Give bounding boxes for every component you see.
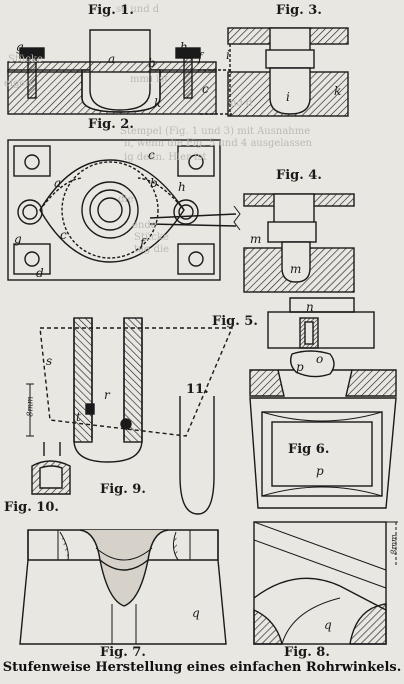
bleed-text: Stücke xyxy=(134,232,169,243)
letter-m: m xyxy=(290,262,302,276)
fig7-label: Fig. 7. xyxy=(100,645,146,660)
fig11-drawing xyxy=(179,396,215,515)
letter-c: c xyxy=(202,82,209,96)
bleed-text: so und d xyxy=(116,4,160,15)
fig10-drawing xyxy=(31,460,71,495)
fig8-label: Fig. 8. xyxy=(284,645,330,660)
letter-c: c xyxy=(148,148,155,162)
letter-f: f xyxy=(198,50,203,64)
fig11-label: 11. xyxy=(186,382,209,397)
letter-t: t xyxy=(76,410,81,424)
bleed-text: nd d xyxy=(230,98,253,109)
bleed-text: tag die xyxy=(134,244,170,255)
fig1-label: Fig. 1. xyxy=(88,3,134,18)
fig6-label: Fig 6. xyxy=(288,442,330,457)
bleed-text: eigen xyxy=(4,78,32,89)
letter-k: k xyxy=(334,84,342,98)
letter-k: k xyxy=(154,96,162,110)
letter-r: r xyxy=(104,388,110,402)
bleed-text: Stempel (Fig. 1 und 3) mit Ausnahme xyxy=(120,126,311,137)
fig4-drawing xyxy=(243,193,355,293)
bleed-text: mm) ist xyxy=(130,74,169,85)
fig5-drawing xyxy=(249,297,397,397)
fig6-drawing xyxy=(249,397,397,509)
letter-s: s xyxy=(46,354,53,368)
fig3-label: Fig. 3. xyxy=(276,3,322,18)
letter-b: b xyxy=(150,176,158,190)
dimension-fig9: 8mm xyxy=(25,396,35,417)
fig5-label: Fig. 5. xyxy=(212,314,258,329)
fig7-drawing xyxy=(19,529,227,645)
letter-g: g xyxy=(14,232,22,246)
letter-i: i xyxy=(286,90,290,104)
letter-p: p xyxy=(316,464,324,478)
letter-q: q xyxy=(324,618,332,632)
bleed-text: die xyxy=(118,194,134,205)
dimension-fig8: 8mm xyxy=(389,534,399,555)
fig2-label: Fig. 2. xyxy=(88,117,134,132)
letter-h: h xyxy=(180,40,188,54)
letter-i: i xyxy=(226,48,230,62)
bleed-text: n, wenn die Fig. 5 und 4 ausgelassen xyxy=(124,138,313,149)
letter-g: g xyxy=(16,40,24,54)
fig4-label: Fig. 4. xyxy=(276,168,322,183)
letter-o: o xyxy=(316,352,324,366)
fig9-label: Fig. 9. xyxy=(100,482,146,497)
fig8-drawing xyxy=(253,521,398,645)
fig1-drawing xyxy=(7,29,232,115)
letter-q: q xyxy=(192,606,200,620)
letter-a: a xyxy=(54,176,62,190)
letter-b: b xyxy=(148,56,156,70)
letter-n: n xyxy=(306,300,314,314)
bleed-text: ende xyxy=(132,220,157,231)
fig3-drawing xyxy=(227,27,349,117)
letter-f: f xyxy=(140,236,145,250)
bleed-text: Stücke xyxy=(8,54,43,65)
fig2-drawing xyxy=(7,139,241,281)
bleed-text: ig denn. Hier ist xyxy=(124,152,207,163)
letter-m: m xyxy=(250,232,262,246)
letter-d: d xyxy=(36,266,44,280)
letter-a: a xyxy=(108,52,116,66)
plate-caption: Stufenweise Herstellung eines einfachen … xyxy=(2,660,402,675)
letter-c: c xyxy=(60,228,67,242)
letter-p: p xyxy=(296,360,304,374)
fig10-label: Fig. 10. xyxy=(4,500,59,515)
fig9-drawing xyxy=(26,317,234,463)
letter-h: h xyxy=(178,180,186,194)
